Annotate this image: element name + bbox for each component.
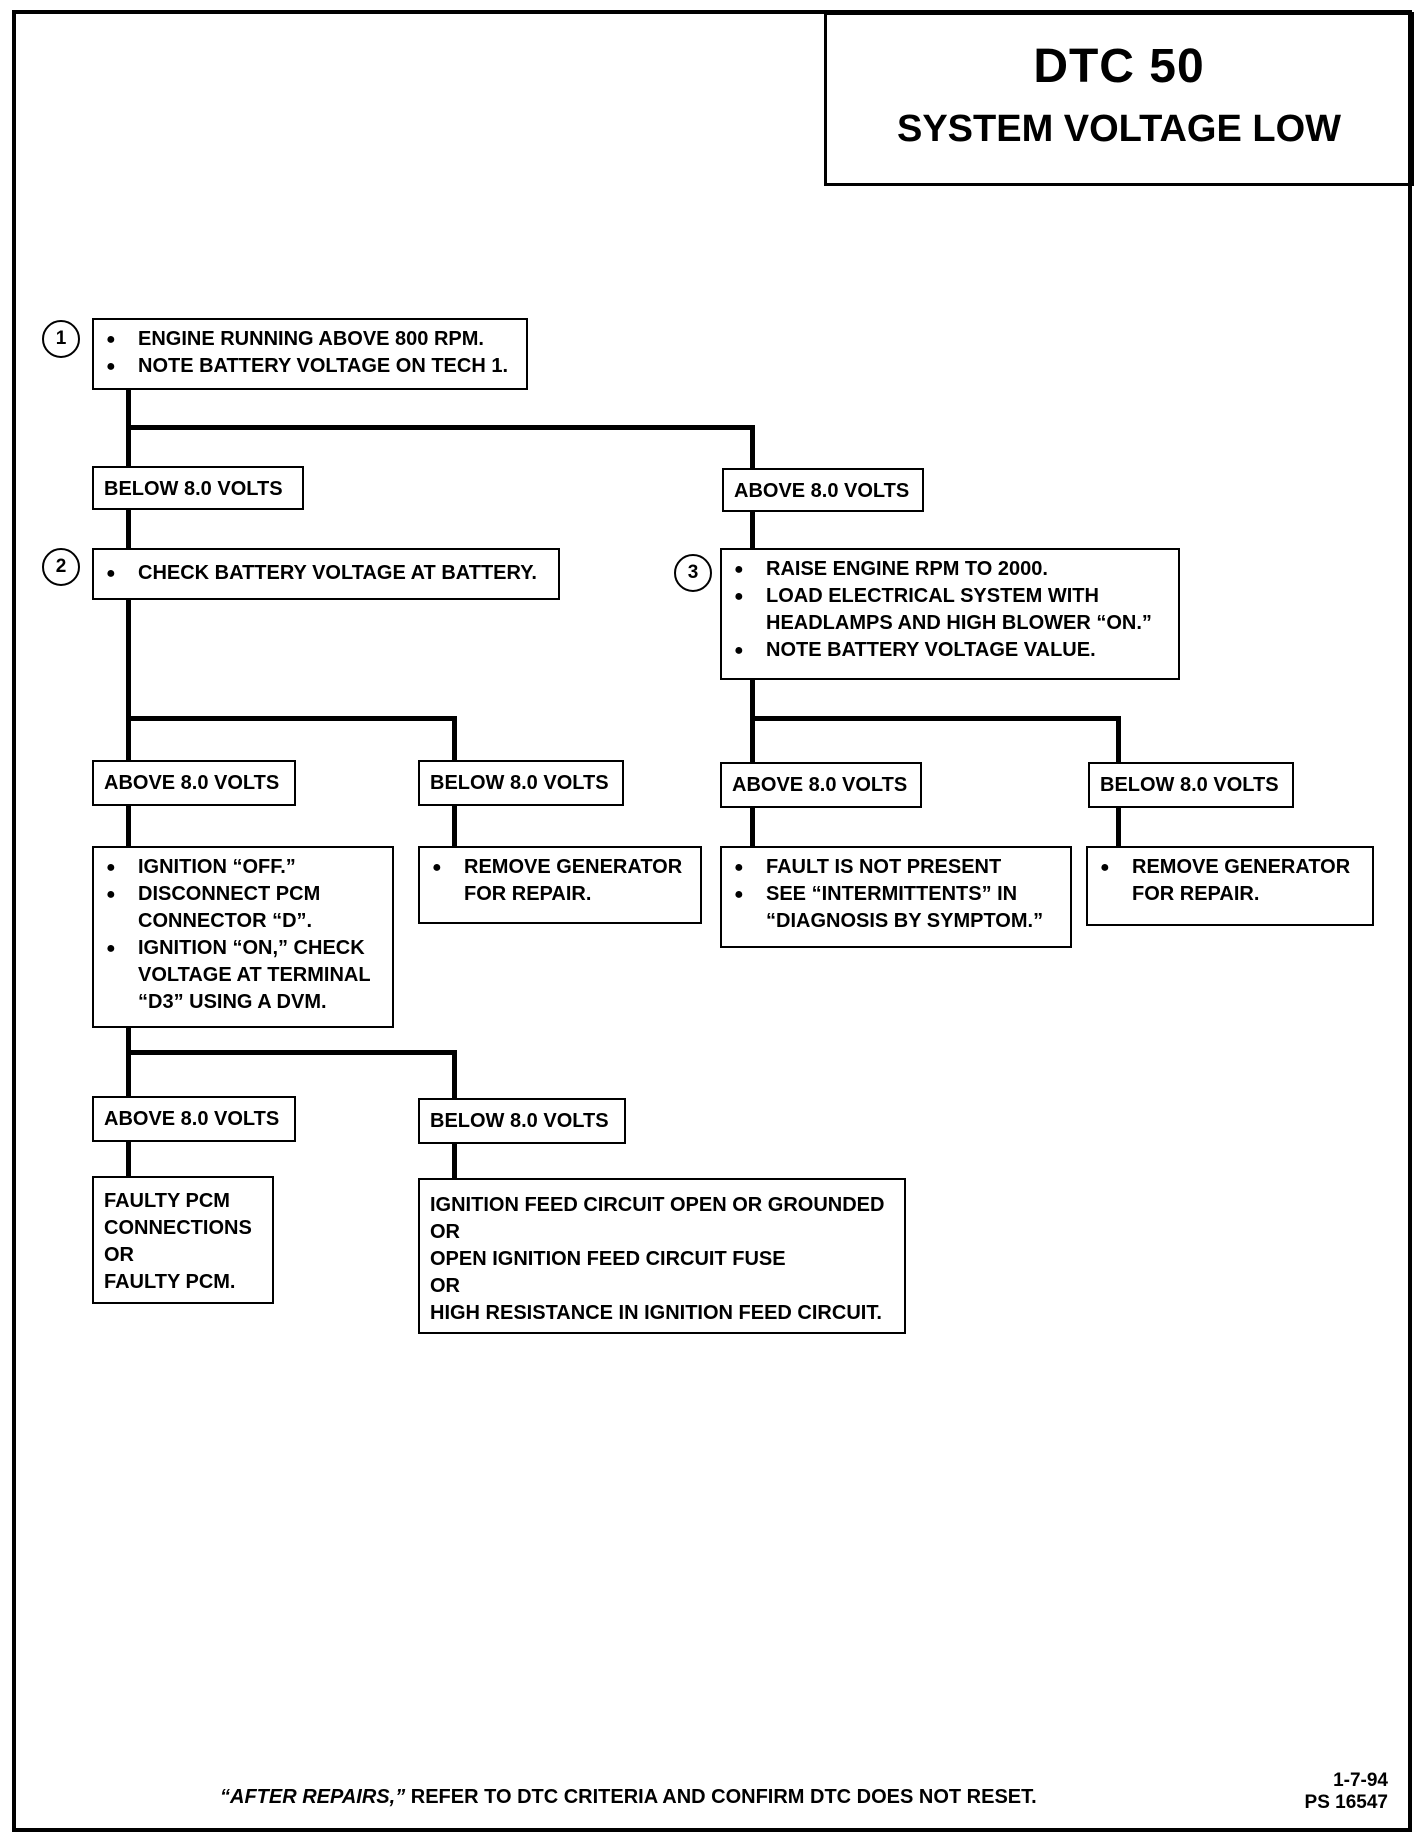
- stamp-date: 1-7-94: [1333, 1770, 1388, 1791]
- remove-generator-box-left: REMOVE GENERATOR FOR REPAIR.: [418, 846, 702, 924]
- branch-label-above: ABOVE 8.0 VOLTS: [92, 1096, 296, 1142]
- remove-generator-item: REMOVE GENERATOR FOR REPAIR.: [1098, 854, 1364, 908]
- step-2-item: CHECK BATTERY VOLTAGE AT BATTERY.: [104, 560, 550, 587]
- connector-line: [1116, 808, 1121, 850]
- footer-text: REFER TO DTC CRITERIA AND CONFIRM DTC DO…: [405, 1786, 1037, 1808]
- step-3-box: RAISE ENGINE RPM TO 2000. LOAD ELECTRICA…: [720, 548, 1180, 680]
- fault-not-present-box: FAULT IS NOT PRESENT SEE “INTERMITTENTS”…: [720, 846, 1072, 948]
- page-title: DTC 50: [1033, 40, 1205, 93]
- stamp-code: PS 16547: [1304, 1792, 1388, 1813]
- ignition-check-item: IGNITION “OFF.”: [104, 854, 384, 881]
- step-3-number: 3: [674, 554, 712, 592]
- result-line: FAULTY PCM.: [104, 1271, 236, 1293]
- footer-italic: “AFTER REPAIRS,”: [220, 1786, 406, 1808]
- result-line: OR: [430, 1221, 460, 1243]
- connector-line: [126, 508, 131, 548]
- connector-line: [126, 425, 755, 430]
- document-stamp: 1-7-94 PS 16547: [1305, 1770, 1388, 1814]
- page-frame: [12, 10, 1412, 1832]
- branch-label-below: BELOW 8.0 VOLTS: [418, 760, 624, 806]
- fault-item: FAULT IS NOT PRESENT: [732, 854, 1062, 881]
- remove-generator-item: REMOVE GENERATOR FOR REPAIR.: [430, 854, 692, 908]
- connector-line: [750, 511, 755, 548]
- branch-label-below: BELOW 8.0 VOLTS: [1088, 762, 1294, 808]
- step-3-item: NOTE BATTERY VOLTAGE VALUE.: [732, 637, 1170, 664]
- connector-line: [452, 806, 457, 850]
- ignition-feed-box: IGNITION FEED CIRCUIT OPEN OR GROUNDED O…: [418, 1178, 906, 1334]
- connector-line: [126, 716, 457, 721]
- step-1-item: NOTE BATTERY VOLTAGE ON TECH 1.: [104, 353, 518, 380]
- result-line: IGNITION FEED CIRCUIT OPEN OR GROUNDED: [430, 1194, 885, 1216]
- title-box: DTC 50 SYSTEM VOLTAGE LOW: [824, 12, 1414, 186]
- result-line: OPEN IGNITION FEED CIRCUIT FUSE: [430, 1248, 786, 1270]
- connector-line: [452, 1050, 457, 1100]
- step-3-item: RAISE ENGINE RPM TO 2000.: [732, 556, 1170, 583]
- branch-label-below: BELOW 8.0 VOLTS: [92, 466, 304, 510]
- connector-line: [126, 1026, 131, 1100]
- result-line: OR: [104, 1244, 134, 1266]
- connector-line: [126, 388, 131, 472]
- branch-label-above: ABOVE 8.0 VOLTS: [92, 760, 296, 806]
- fault-item: SEE “INTERMITTENTS” IN “DIAGNOSIS BY SYM…: [732, 881, 1062, 935]
- ignition-check-item: DISCONNECT PCM CONNECTOR “D”.: [104, 881, 384, 935]
- page-subtitle: SYSTEM VOLTAGE LOW: [896, 108, 1342, 150]
- connector-line: [1116, 716, 1121, 764]
- connector-line: [452, 1142, 457, 1178]
- remove-generator-box-right: REMOVE GENERATOR FOR REPAIR.: [1086, 846, 1374, 926]
- connector-line: [126, 598, 131, 764]
- result-line: OR: [430, 1275, 460, 1297]
- result-line: FAULTY PCM: [104, 1190, 230, 1212]
- connector-line: [750, 716, 1121, 721]
- ignition-check-box: IGNITION “OFF.” DISCONNECT PCM CONNECTOR…: [92, 846, 394, 1028]
- connector-line: [126, 806, 131, 850]
- branch-label-below: BELOW 8.0 VOLTS: [418, 1098, 626, 1144]
- connector-line: [750, 678, 755, 764]
- connector-line: [750, 425, 755, 478]
- connector-line: [750, 808, 755, 850]
- step-2-box: CHECK BATTERY VOLTAGE AT BATTERY.: [92, 548, 560, 600]
- branch-label-above: ABOVE 8.0 VOLTS: [722, 468, 924, 512]
- ignition-check-item: IGNITION “ON,” CHECK VOLTAGE AT TERMINAL…: [104, 935, 384, 1016]
- faulty-pcm-box: FAULTY PCM CONNECTIONS OR FAULTY PCM.: [92, 1176, 274, 1304]
- connector-line: [452, 716, 457, 764]
- step-1-item: ENGINE RUNNING ABOVE 800 RPM.: [104, 326, 518, 353]
- step-1-number: 1: [42, 320, 80, 358]
- result-line: CONNECTIONS: [104, 1217, 252, 1239]
- footer-note: “AFTER REPAIRS,” REFER TO DTC CRITERIA A…: [220, 1786, 1037, 1809]
- connector-line: [126, 1140, 131, 1178]
- step-2-number: 2: [42, 548, 80, 586]
- branch-label-above: ABOVE 8.0 VOLTS: [720, 762, 922, 808]
- result-line: HIGH RESISTANCE IN IGNITION FEED CIRCUIT…: [430, 1302, 882, 1324]
- step-1-box: ENGINE RUNNING ABOVE 800 RPM. NOTE BATTE…: [92, 318, 528, 390]
- step-3-item: LOAD ELECTRICAL SYSTEM WITH HEADLAMPS AN…: [732, 583, 1170, 637]
- connector-line: [126, 1050, 457, 1055]
